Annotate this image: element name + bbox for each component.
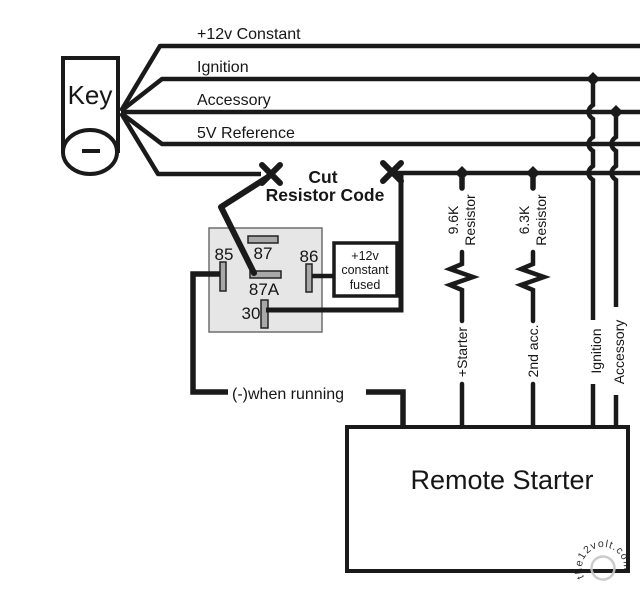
wire-12v-constant (119, 43, 640, 113)
remote-starter-box: Remote Starter (345, 425, 630, 573)
pin87a-contact (249, 270, 282, 279)
label-ignition: Ignition (197, 59, 249, 76)
accessory-drop-column (609, 113, 619, 428)
fused-box-outline (332, 241, 399, 298)
junction-dot (586, 72, 600, 86)
resistor1-value-label: 9.6K (445, 205, 461, 234)
resistor-symbol-9-6k (443, 249, 480, 324)
ignition-drop-column (586, 80, 596, 427)
pin87-contact (247, 235, 279, 244)
pin87-label: 87 (254, 244, 273, 263)
label-12v-constant: +12v Constant (197, 26, 301, 43)
cut-label-line1: Cut (308, 167, 337, 187)
relay-armature-wire (218, 174, 271, 276)
wire-resistor-code-key-side (119, 111, 261, 177)
key-cylinder: Key (61, 56, 120, 176)
resistor1-unit-label: Resistor (462, 194, 478, 246)
junction-dots (455, 72, 623, 180)
resistor-column-2 (514, 170, 551, 431)
wire-when-running-to-box (366, 389, 406, 427)
pin85-label: 85 (215, 245, 234, 264)
resistor2-value-label: 6.3K (516, 205, 532, 234)
output-2nd-acc-label: 2nd acc. (525, 325, 541, 378)
key-body (61, 56, 120, 153)
label-accessory: Accessory (197, 92, 271, 109)
output-starter-label: +Starter (454, 327, 470, 378)
fused-label-line2: constant (341, 263, 389, 277)
wire-85-when-running (190, 271, 228, 395)
label-5v-reference: 5V Reference (197, 125, 295, 142)
fused-label-line1: +12v (351, 249, 379, 263)
resistor-column-1 (443, 170, 480, 430)
remote-starter-label: Remote Starter (410, 465, 593, 495)
wire-labels: +12v Constant Ignition Accessory 5V Refe… (197, 26, 301, 142)
pin86-contact (305, 263, 313, 293)
relay: 85 87 86 87A 30 (208, 174, 323, 333)
relay-body (208, 227, 323, 333)
fused-supply-box: +12v constant fused (332, 241, 399, 298)
relay-pins (219, 235, 313, 329)
key-harness-wires (119, 43, 640, 177)
wire-5v-reference (119, 111, 640, 147)
pin85-contact (219, 261, 227, 292)
fused-label-line3: fused (350, 278, 381, 292)
wire-ignition (119, 76, 640, 113)
resistor2-unit-label: Resistor (533, 194, 549, 246)
output-accessory-label: Accessory (611, 320, 627, 385)
output-ignition-label: Ignition (588, 328, 604, 373)
remote-starter-outline (345, 425, 630, 573)
cut-label-line2: Resistor Code (266, 185, 385, 205)
key-label: Key (68, 80, 113, 110)
pin30-contact (260, 299, 269, 329)
when-running-label: (-)when running (232, 386, 344, 403)
wire-ignition-drop (586, 80, 596, 320)
watermark-ring (590, 555, 616, 581)
pin87a-label: 87A (249, 280, 280, 299)
wire-accessory-drop (609, 113, 619, 307)
pin86-label: 86 (300, 247, 319, 266)
resistor-symbol-6-3k (514, 249, 551, 324)
relay-wiring (190, 271, 406, 427)
junction-dot (609, 105, 623, 119)
pin30-label: 30 (242, 304, 261, 323)
